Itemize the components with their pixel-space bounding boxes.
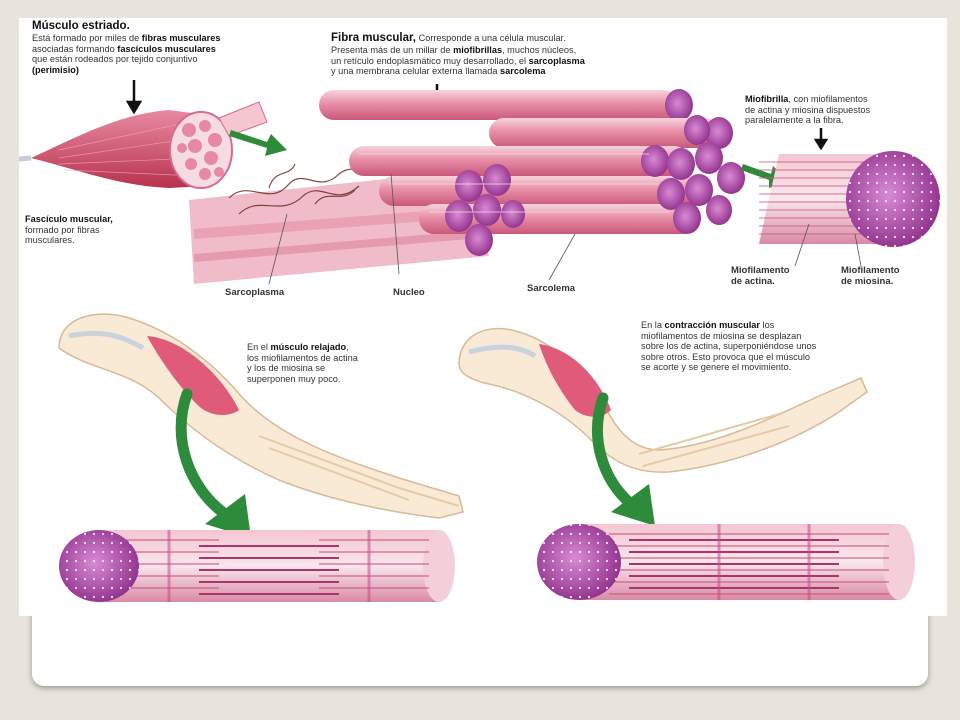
contraccion-line3: sobre los de actina, superponiéndose uno… xyxy=(641,341,817,352)
contracted-myofibril-cylinder xyxy=(537,524,915,600)
label-miosina: Miofilamento de miosina. xyxy=(841,265,900,288)
contraccion-bold: contracción muscular xyxy=(664,320,760,330)
musculo-line3: que están rodeados por tejido conjuntivo xyxy=(32,54,198,65)
contraccion-line2: miofilamentos de miosina se desplazan xyxy=(641,330,802,341)
fibra-line2b: , muchos núcleos, xyxy=(502,45,577,56)
relajado-line1b: , xyxy=(346,342,349,352)
fasciculo-caption: Fascículo muscular, formado por fibras m… xyxy=(25,214,185,246)
fibra-caption: Fibra muscular, Corresponde a una célula… xyxy=(331,32,761,77)
fibra-bold3: sarcoplasma xyxy=(528,55,585,66)
musculo-line2: asociadas formando xyxy=(32,43,118,54)
label-actina: Miofilamento de actina. xyxy=(731,265,790,288)
relaxed-myofibril-cylinder xyxy=(59,530,455,602)
musculo-bold1: fibras musculares xyxy=(141,33,221,44)
miofibrilla-line1: , con miofilamentos xyxy=(788,94,868,104)
whole-muscle-illustration xyxy=(19,101,268,189)
musculo-line4: (perimisio) xyxy=(32,64,79,75)
fibra-bold2: miofibrillas xyxy=(453,45,503,56)
musculo-line1: Está formado por miles de xyxy=(32,33,142,44)
contraccion-line1: En la xyxy=(641,320,665,330)
miofibrilla-line2: de actina y miosina dispuestos xyxy=(745,104,871,115)
label-actina-line2: de actina. xyxy=(731,275,775,287)
fibra-line1: Corresponde a una célula muscular. xyxy=(416,33,566,43)
green-arrows-bottom xyxy=(175,388,655,538)
contraccion-line1b: los xyxy=(759,320,775,330)
fibra-bold4: sarcolema xyxy=(500,66,546,77)
fibra-line2: Presenta más de un millar de xyxy=(331,45,454,56)
fiber-bundle-illustration xyxy=(189,89,745,285)
contraccion-line4: sobre otros. Esto provoca que el músculo xyxy=(641,351,811,362)
contraccion-caption: En la contracción muscular los miofilame… xyxy=(641,320,941,373)
fasciculo-bold: Fascículo muscular, xyxy=(25,214,113,224)
label-miosina-line1: Miofilamento xyxy=(841,265,900,276)
musculo-caption: Músculo estriado. Está formado por miles… xyxy=(32,20,332,76)
musculo-bold2: fascículos musculares xyxy=(117,43,216,54)
label-sarcolema: Sarcolema xyxy=(527,283,576,294)
miofibrilla-caption: Miofibrilla, con miofilamentos de actina… xyxy=(745,94,945,126)
contracted-arm-illustration xyxy=(458,327,868,473)
diagram-artwork xyxy=(19,80,940,602)
fasciculo-line2: formado por fibras xyxy=(25,224,100,235)
relajado-line4: superponen muy poco. xyxy=(247,373,341,384)
miofibrilla-bold: Miofibrilla xyxy=(745,94,789,104)
muscle-diagram: Músculo estriado. Está formado por miles… xyxy=(19,18,947,616)
label-miosina-line2: de miosina. xyxy=(841,275,894,287)
label-actina-line1: Miofilamento xyxy=(731,265,790,276)
label-nucleo: Nucleo xyxy=(393,287,425,298)
relajado-bold: músculo relajado xyxy=(270,342,347,352)
fibra-title: Fibra muscular, xyxy=(331,32,417,44)
relajado-line3: y los de miosina se xyxy=(247,363,326,374)
relajado-line2: los miofilamentos de actina xyxy=(247,352,358,363)
contraccion-line5: se acorte y se genere el movimiento. xyxy=(641,362,792,373)
relajado-line1: En el xyxy=(247,342,271,352)
musculo-title: Músculo estriado. xyxy=(32,20,130,32)
miofibrilla-line3: paralelamente a la fibra. xyxy=(745,115,844,126)
fibra-line4: y una membrana celular externa llamada xyxy=(331,66,501,77)
fasciculo-line3: musculares. xyxy=(25,235,75,246)
fibra-line3: un retículo endoplasmático muy desarroll… xyxy=(331,55,529,66)
relaxed-arm-illustration xyxy=(58,313,464,519)
myofibril-illustration xyxy=(759,151,940,267)
relajado-caption: En el músculo relajado, los miofilamento… xyxy=(247,342,447,384)
label-sarcoplasma: Sarcoplasma xyxy=(225,287,285,298)
